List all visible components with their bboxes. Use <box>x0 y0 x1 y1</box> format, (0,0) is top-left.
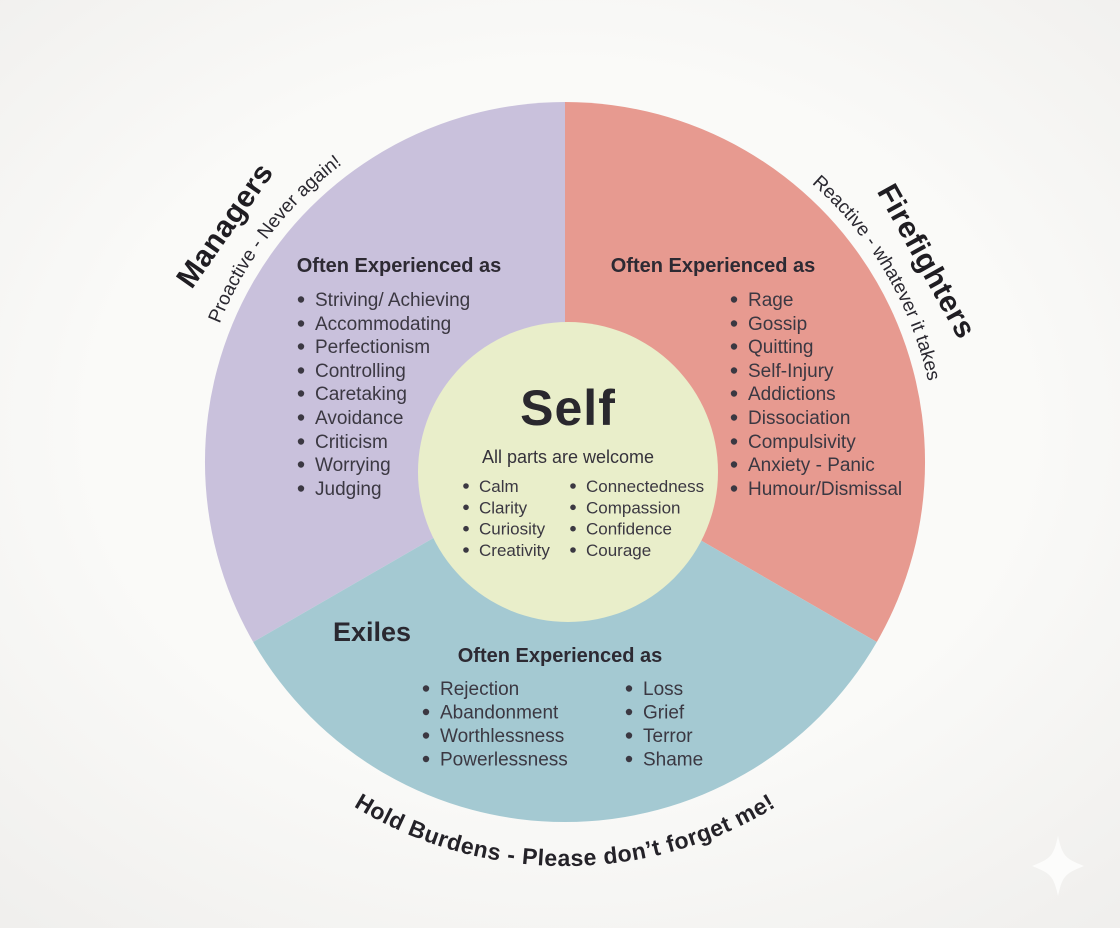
list-item: Grief <box>643 703 685 724</box>
exiles-label: Exiles <box>333 617 411 647</box>
bullet-icon <box>570 504 576 511</box>
list-item: Abandonment <box>440 703 559 724</box>
bullet-icon <box>297 296 305 303</box>
list-item: Humour/Dismissal <box>748 479 902 500</box>
bullet-icon <box>625 755 633 763</box>
firefighters-heading: Often Experienced as <box>611 255 816 277</box>
list-item: Judging <box>315 479 382 500</box>
bullet-icon <box>730 343 738 350</box>
list-item: Striving/ Achieving <box>315 290 470 311</box>
list-item: Shame <box>643 750 703 771</box>
bullet-icon <box>730 320 738 327</box>
self-subtitle: All parts are welcome <box>482 447 654 467</box>
bullet-icon <box>297 461 305 468</box>
self-title: Self <box>520 380 616 436</box>
bullet-icon <box>297 343 305 350</box>
bullet-icon <box>297 485 305 492</box>
list-item: Rejection <box>440 679 519 700</box>
list-item: Confidence <box>586 520 672 539</box>
bullet-icon <box>730 461 738 468</box>
list-item: Accommodating <box>315 314 451 335</box>
bullet-icon <box>730 485 738 492</box>
list-item: Rage <box>748 290 793 311</box>
bullet-icon <box>463 525 469 532</box>
bullet-icon <box>570 547 576 553</box>
bullet-icon <box>730 414 738 421</box>
list-item: Perfectionism <box>315 337 430 358</box>
list-item: Quitting <box>748 337 813 358</box>
list-item: Creativity <box>479 541 550 560</box>
list-item: Calm <box>479 477 519 496</box>
list-item: Clarity <box>479 498 528 517</box>
bullet-icon <box>297 414 305 421</box>
bullet-icon <box>297 320 305 327</box>
self-section: Self All parts are welcome Calm Clarity … <box>463 380 704 560</box>
bullet-icon <box>730 296 738 303</box>
bullet-icon <box>422 708 430 716</box>
list-item: Powerlessness <box>440 750 568 771</box>
firefighters-section: Often Experienced as Rage Gossip Quittin… <box>611 255 902 500</box>
bullet-icon <box>570 525 576 532</box>
bullet-icon <box>422 755 430 763</box>
bullet-icon <box>297 367 305 374</box>
list-item: Dissociation <box>748 408 850 429</box>
bullet-icon <box>297 390 305 397</box>
bullet-icon <box>730 438 738 445</box>
list-item: Loss <box>643 679 683 700</box>
bullet-icon <box>297 438 305 445</box>
list-item: Compassion <box>586 498 681 517</box>
list-item: Worthlessness <box>440 726 564 747</box>
bullet-icon <box>625 732 633 739</box>
list-item: Criticism <box>315 432 388 453</box>
list-item: Avoidance <box>315 408 403 429</box>
bullet-icon <box>730 390 738 397</box>
list-item: Terror <box>643 726 693 747</box>
managers-heading: Often Experienced as <box>297 255 502 277</box>
exiles-section: Exiles Often Experienced as Rejection Ab… <box>333 617 703 771</box>
bullet-icon <box>570 483 576 489</box>
bullet-icon <box>730 367 738 374</box>
list-item: Self-Injury <box>748 361 834 382</box>
bullet-icon <box>463 504 469 511</box>
list-item: Caretaking <box>315 384 407 405</box>
bullet-icon <box>422 685 430 692</box>
bullet-icon <box>625 685 633 692</box>
list-item: Worrying <box>315 455 391 476</box>
list-item: Compulsivity <box>748 432 856 453</box>
bullet-icon <box>463 547 469 553</box>
list-item: Courage <box>586 541 651 560</box>
bullet-icon <box>422 732 430 739</box>
list-item: Connectedness <box>586 477 704 496</box>
sparkle-watermark-icon <box>1032 836 1084 896</box>
list-item: Anxiety - Panic <box>748 455 875 476</box>
self-circle <box>418 322 718 622</box>
managers-section: Often Experienced as Striving/ Achieving… <box>297 255 502 500</box>
list-item: Curiosity <box>479 520 546 539</box>
list-item: Addictions <box>748 384 836 405</box>
bullet-icon <box>625 708 633 716</box>
bullet-icon <box>463 483 469 489</box>
exiles-sector <box>253 462 877 823</box>
exiles-heading: Often Experienced as <box>458 645 663 667</box>
list-item: Controlling <box>315 361 406 382</box>
list-item: Gossip <box>748 314 807 335</box>
